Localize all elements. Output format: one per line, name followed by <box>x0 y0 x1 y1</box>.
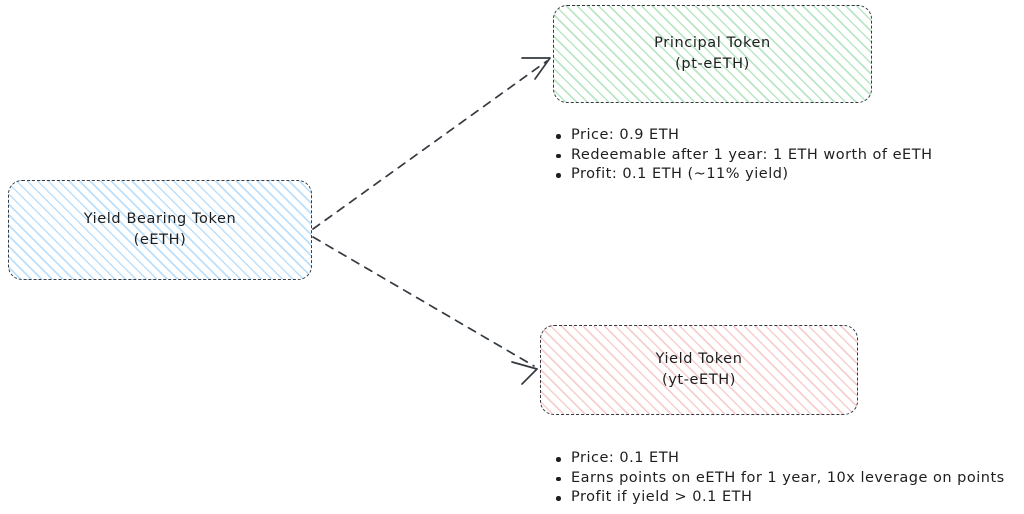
list-item: Earns points on eETH for 1 year, 10x lev… <box>554 469 1005 489</box>
node-yield-token-label-primary: Yield Token <box>655 350 743 367</box>
list-item: Profit: 0.1 ETH (~11% yield) <box>554 165 932 185</box>
node-principal-token-label-primary: Principal Token <box>654 34 771 51</box>
list-item: Redeemable after 1 year: 1 ETH worth of … <box>554 146 932 166</box>
node-yield-bearing-token-label-secondary: (eETH) <box>133 232 187 248</box>
node-yield-bearing-token[interactable]: Yield Bearing Token (eETH) <box>8 180 312 280</box>
edge-to-yield-token <box>312 236 535 367</box>
edge-to-principal-token <box>312 60 548 230</box>
yield-token-notes: Price: 0.1 ETH Earns points on eETH for … <box>554 449 1005 508</box>
arrowhead-principal-token <box>521 57 551 80</box>
node-principal-token-label-secondary: (pt-eETH) <box>675 56 750 72</box>
node-principal-token[interactable]: Principal Token (pt-eETH) <box>553 5 872 103</box>
principal-token-notes: Price: 0.9 ETH Redeemable after 1 year: … <box>554 126 932 185</box>
arrowhead-yield-token <box>511 361 538 385</box>
list-item: Profit if yield > 0.1 ETH <box>554 488 1005 508</box>
node-yield-bearing-token-label-primary: Yield Bearing Token <box>83 210 237 227</box>
list-item: Price: 0.1 ETH <box>554 449 1005 469</box>
node-yield-token[interactable]: Yield Token (yt-eETH) <box>540 325 858 415</box>
list-item: Price: 0.9 ETH <box>554 126 932 146</box>
node-yield-token-label-secondary: (yt-eETH) <box>661 372 737 388</box>
